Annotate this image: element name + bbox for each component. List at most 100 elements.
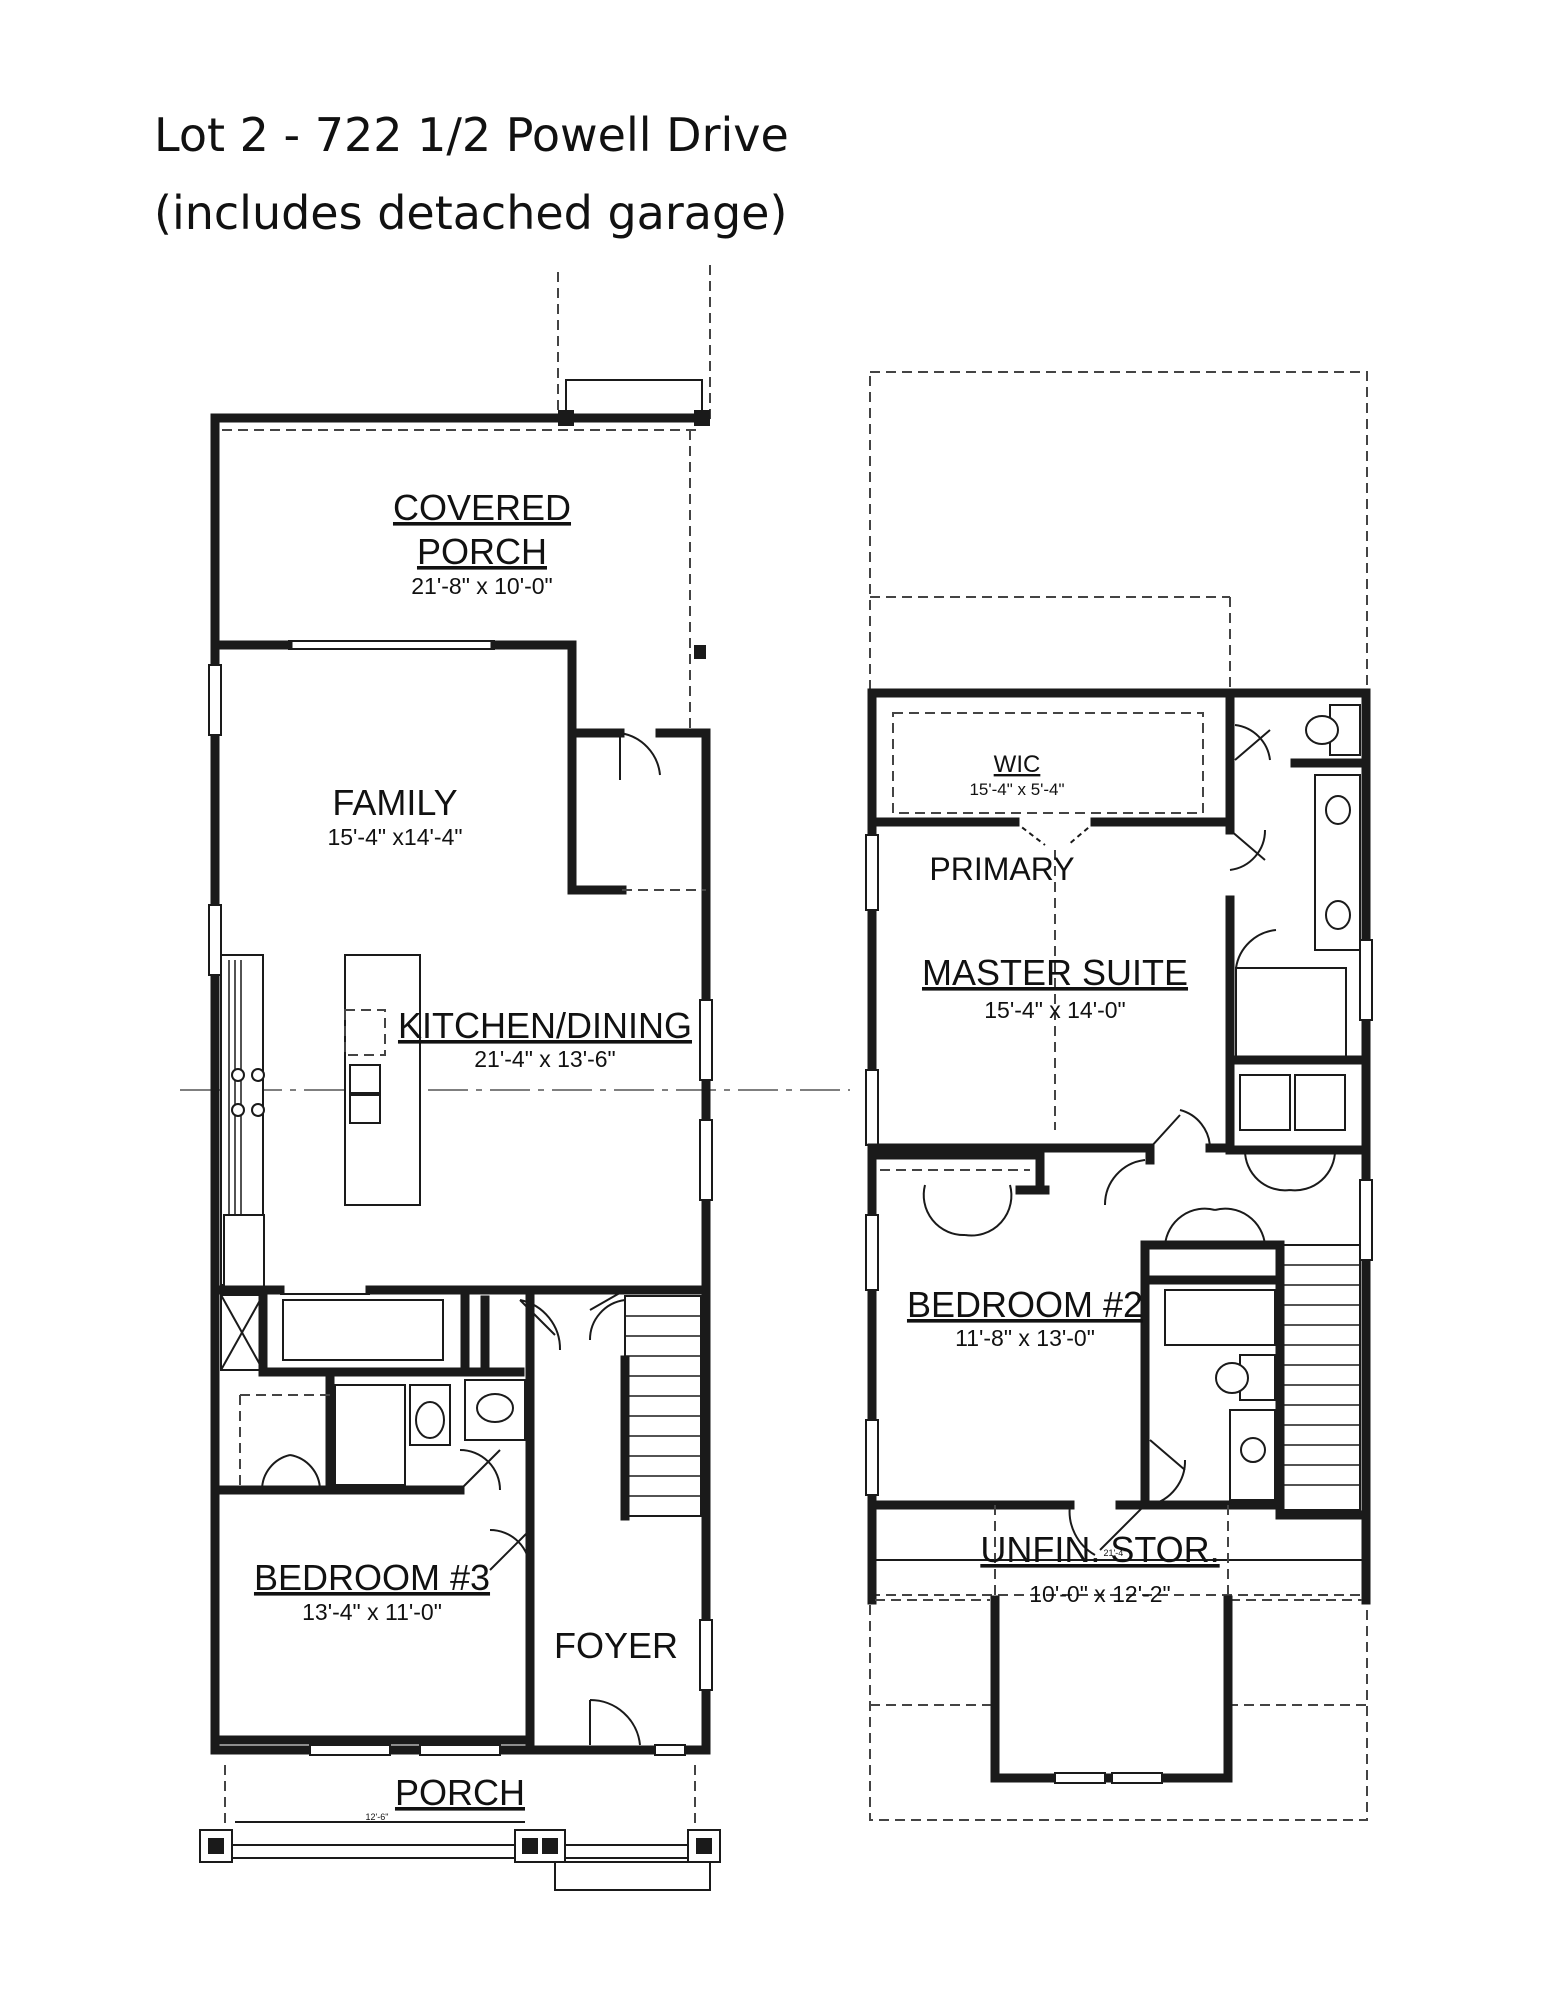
door-swing: [619, 732, 661, 780]
wic-shelf: [892, 712, 1204, 814]
room-dims-master-suite: 15'-4" x 14'-0": [984, 997, 1125, 1023]
window: [1359, 939, 1373, 1021]
door-swing: [489, 1529, 531, 1571]
double-doors: [1164, 1207, 1266, 1246]
post: [558, 410, 574, 426]
window: [1359, 1179, 1373, 1261]
window: [699, 1119, 713, 1201]
dryer: [1294, 1074, 1346, 1131]
room-name-porch: PORCH: [395, 1772, 525, 1813]
toilet-bowl: [415, 1401, 445, 1439]
room-name-wic: WIC: [994, 751, 1041, 778]
porch-column-core: [208, 1838, 224, 1854]
roof-outline: [869, 371, 1368, 691]
toilet-bowl: [1305, 715, 1339, 745]
porch-column: [687, 1829, 721, 1863]
sink: [1240, 1437, 1266, 1463]
porch-column-core: [542, 1838, 558, 1854]
front-door: [589, 1698, 641, 1746]
room-name-primary: PRIMARY: [929, 851, 1074, 887]
washer: [1239, 1074, 1291, 1131]
stairs: [1279, 1244, 1361, 1511]
stairs: [624, 1295, 702, 1517]
window: [208, 904, 222, 976]
room-name-covered-porch: COVERED: [393, 487, 571, 528]
window: [1054, 1772, 1106, 1784]
pantry-mark: [220, 1294, 264, 1371]
window: [865, 1214, 879, 1291]
double-doors: [1243, 1149, 1337, 1192]
room-name-master-suite: MASTER SUITE: [922, 952, 1188, 993]
title-line-2: (includes detached garage): [154, 186, 788, 240]
porch-column-core: [696, 1838, 712, 1854]
closet-doors: [922, 1184, 1013, 1237]
room-dims-family: 15'-4" x14'-4": [327, 824, 462, 850]
door-swing: [1229, 829, 1267, 871]
toilet-bowl: [1215, 1362, 1249, 1394]
door-swing: [1068, 1504, 1146, 1556]
window: [699, 999, 713, 1081]
cooktop-burner: [251, 1068, 265, 1082]
door-swing: [1103, 1159, 1146, 1206]
window: [208, 664, 222, 736]
sink: [1325, 795, 1351, 825]
window: [865, 834, 879, 911]
porch-column: [199, 1829, 233, 1863]
cooktop-burner: [231, 1103, 245, 1117]
window: [699, 1619, 713, 1691]
room-name-covered-porch-2: PORCH: [417, 531, 547, 572]
room-dims-bedroom-2: 11'-8" x 13'-0": [955, 1325, 1095, 1351]
wic-doors: [1014, 821, 1096, 846]
page-title: Lot 2 - 722 1/2 Powell Drive (includes d…: [154, 96, 789, 252]
roof-outline: [869, 1594, 1368, 1821]
cooktop-burner: [231, 1068, 245, 1082]
post: [694, 410, 710, 426]
room-dims-kitchen-dining: 21'-4" x 13'-6": [474, 1046, 615, 1072]
window: [419, 1744, 501, 1756]
shower: [1235, 967, 1347, 1059]
porch-step: [565, 379, 703, 417]
room-name-family: FAMILY: [332, 782, 457, 823]
sidelight: [654, 1744, 686, 1756]
cooktop-burner: [251, 1103, 265, 1117]
post: [694, 645, 706, 659]
room-dims-unfin-stor: 10'-0" x 12'-2": [1029, 1581, 1170, 1607]
window: [1111, 1772, 1163, 1784]
window: [865, 1069, 879, 1146]
refrigerator: [223, 1214, 265, 1291]
porch-column-core: [522, 1838, 538, 1854]
first-floor-plan: COVERED PORCH 21'-8" x 10'-0" FAMILY 15'…: [180, 265, 850, 1891]
title-line-1: Lot 2 - 722 1/2 Powell Drive: [154, 108, 789, 162]
shower: [334, 1384, 406, 1486]
sink-basin: [349, 1094, 381, 1124]
room-name-unfin-stor: UNFIN. STOR.: [980, 1529, 1219, 1570]
porch-step: [554, 1861, 711, 1891]
sink: [1325, 900, 1351, 930]
bench: [282, 1299, 444, 1361]
stair-treads: [1280, 1264, 1360, 1486]
bathtub: [1164, 1289, 1276, 1346]
room-name-kitchen-dining: KITCHEN/DINING: [398, 1005, 692, 1046]
shower-door: [1235, 929, 1277, 969]
door-swing: [588, 1289, 626, 1341]
island-cabinet: [344, 1009, 386, 1056]
room-dims-wic: 15'-4" x 5'-4": [969, 780, 1064, 799]
room-name-bedroom-2: BEDROOM #2: [907, 1284, 1143, 1325]
room-dims-bedroom-3: 13'-4" x 11'-0": [302, 1599, 442, 1625]
door-swing: [459, 1449, 501, 1491]
door-swing: [1149, 1439, 1187, 1506]
window: [865, 1419, 879, 1496]
sink: [476, 1393, 514, 1423]
window: [309, 1744, 391, 1756]
room-name-foyer: FOYER: [554, 1625, 678, 1666]
second-floor-plan: WIC 15'-4" x 5'-4" PRIMARY MASTER SUITE …: [865, 371, 1373, 1821]
room-name-bedroom-3: BEDROOM #3: [254, 1557, 490, 1598]
door-swing: [1149, 1109, 1211, 1149]
stair-treads: [625, 1315, 701, 1497]
closet-doors: [261, 1454, 321, 1491]
storage-dimension: 21'-4": [1104, 1548, 1127, 1558]
porch-dimension: 12'-6": [366, 1812, 389, 1822]
door-swing: [1234, 724, 1271, 761]
sink-basin: [349, 1064, 381, 1094]
